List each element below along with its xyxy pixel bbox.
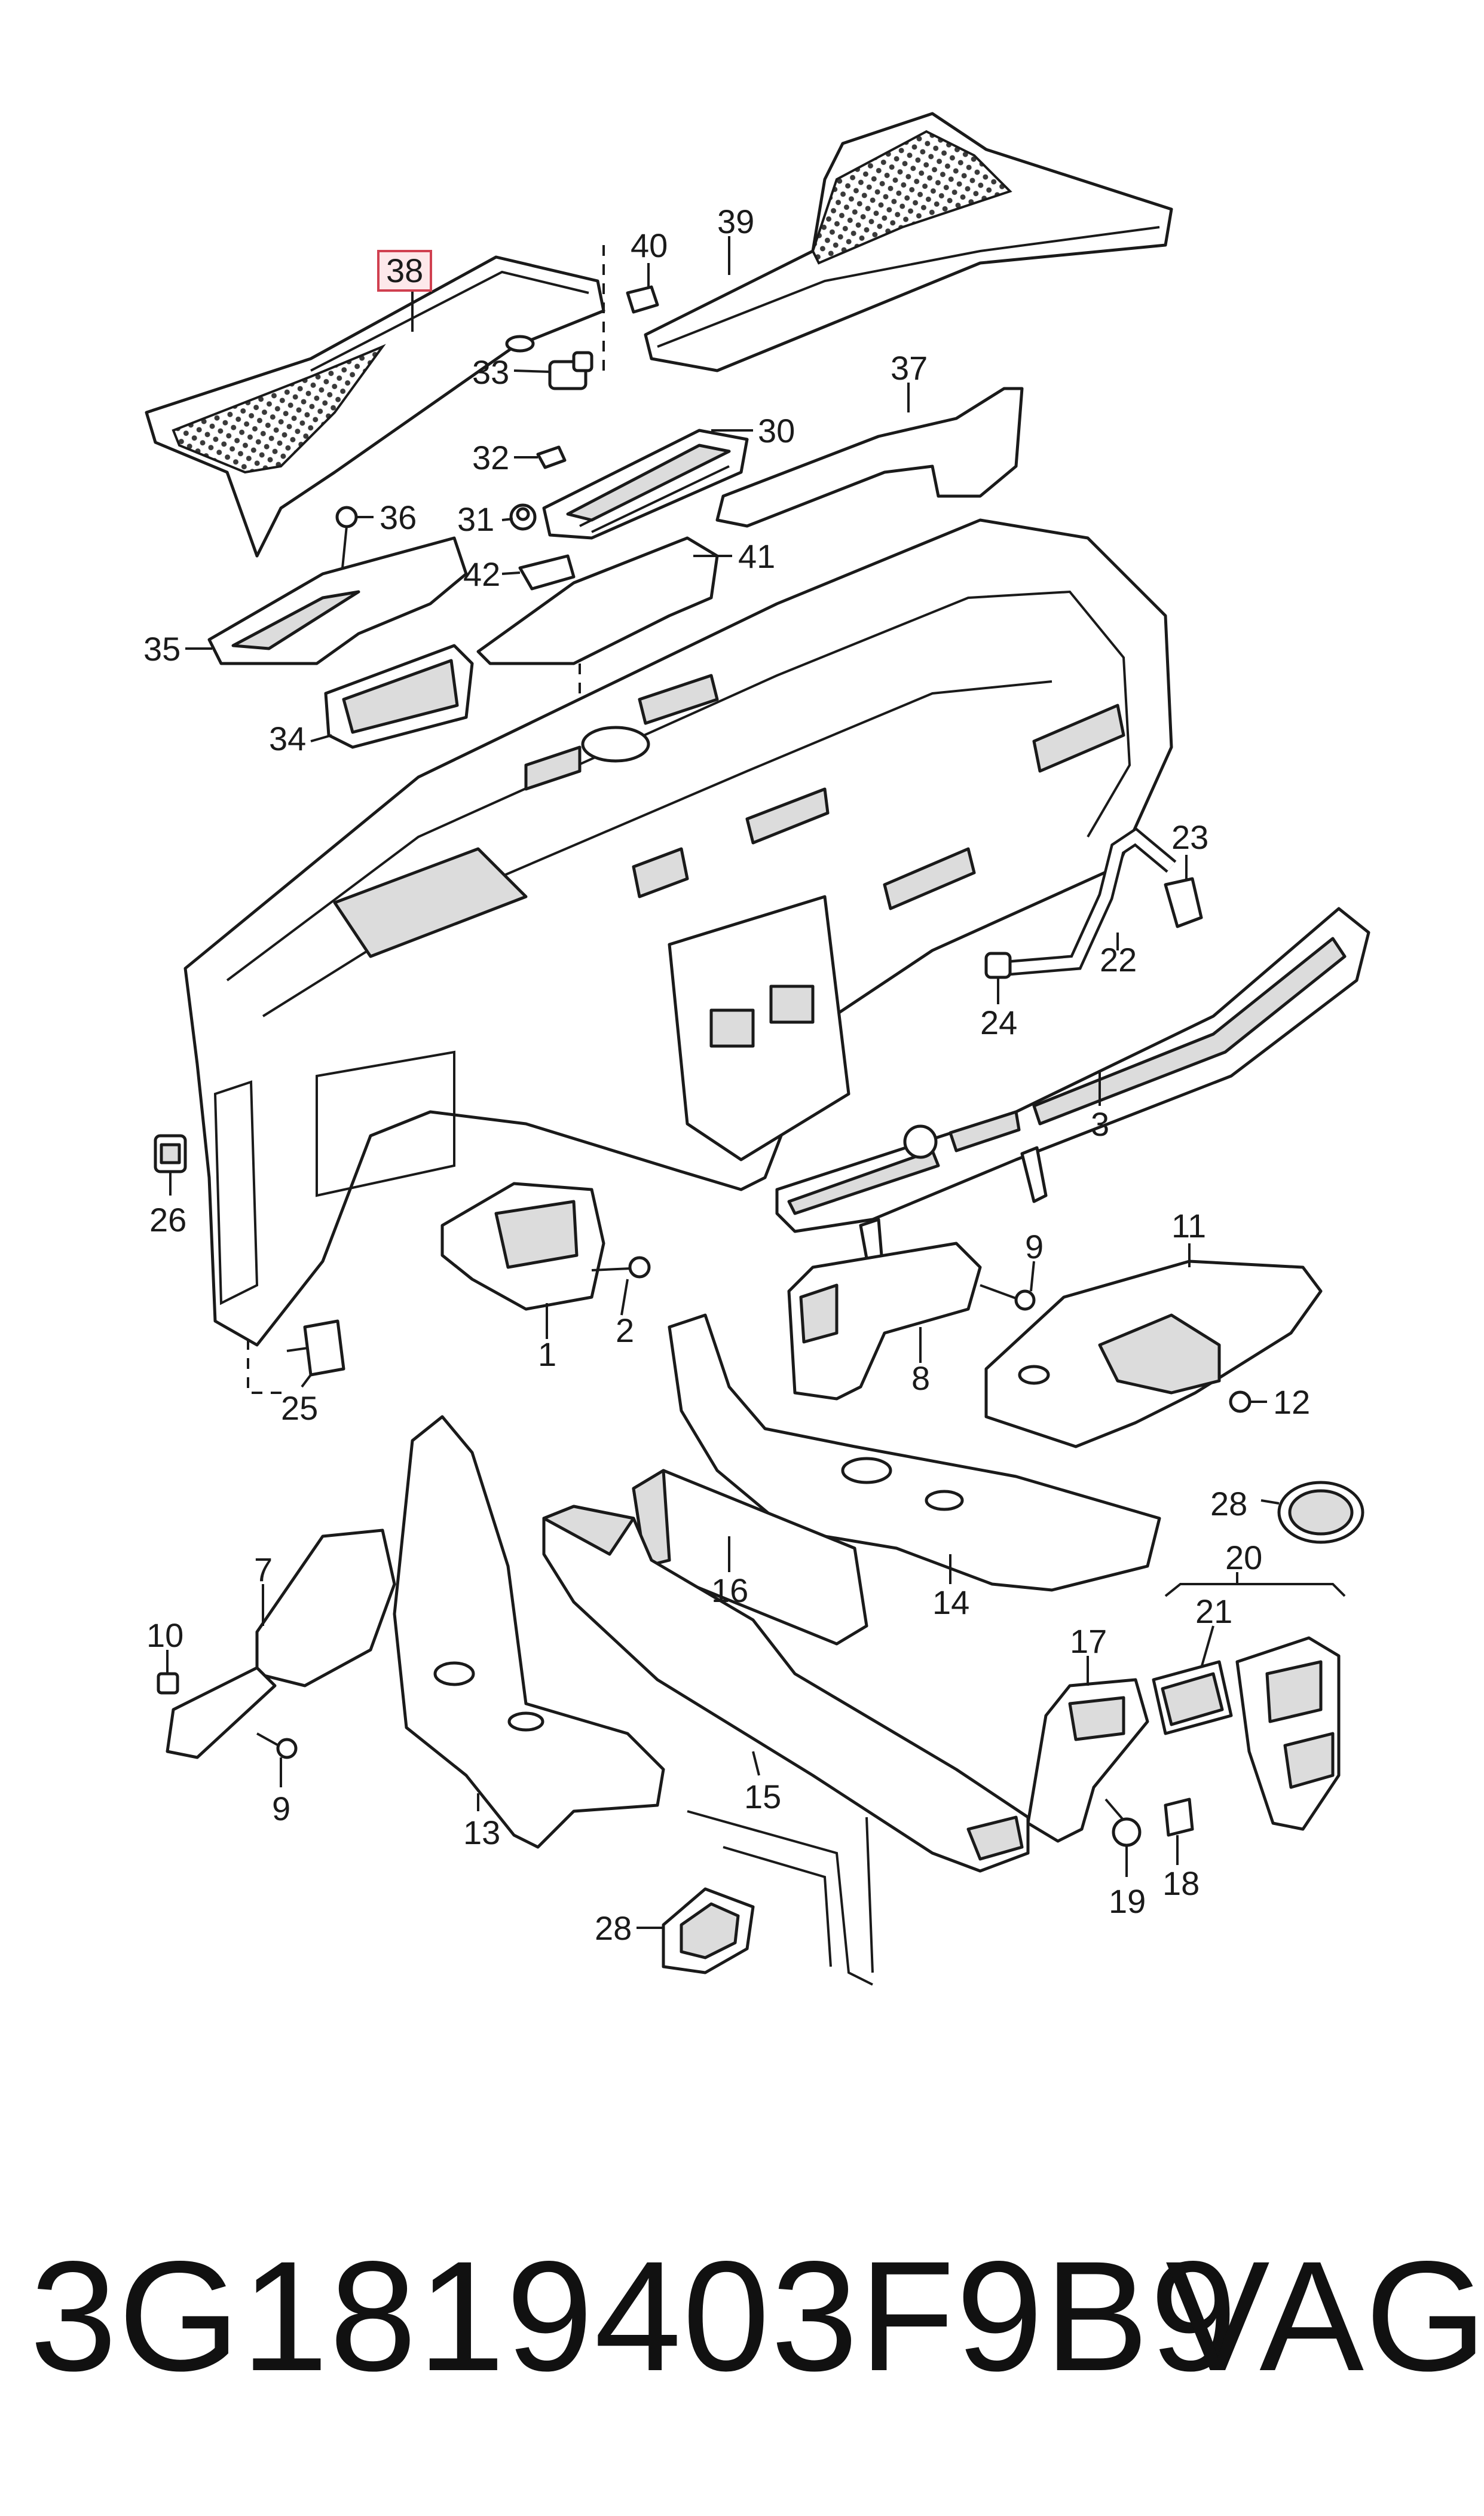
vent-panel-3[interactable] bbox=[775, 907, 1370, 1293]
callout-19[interactable]: 19 bbox=[1109, 1882, 1146, 1920]
tray-11[interactable] bbox=[984, 1259, 1323, 1448]
vent-housing-17[interactable] bbox=[1026, 1678, 1149, 1843]
clip-40[interactable] bbox=[626, 285, 659, 314]
callout-9b[interactable]: 9 bbox=[272, 1790, 290, 1827]
callout-12[interactable]: 12 bbox=[1273, 1383, 1310, 1421]
callout-2[interactable]: 2 bbox=[616, 1312, 634, 1349]
duct-13[interactable] bbox=[393, 1415, 665, 1849]
cowl-panel-left-38[interactable] bbox=[145, 255, 605, 558]
air-inlet-grille-30[interactable] bbox=[542, 429, 749, 540]
callout-42[interactable]: 42 bbox=[463, 555, 500, 593]
callout-23[interactable]: 23 bbox=[1171, 818, 1208, 856]
clip-10[interactable] bbox=[157, 1672, 179, 1695]
callout-10[interactable]: 10 bbox=[146, 1616, 183, 1654]
rear-vent-panel-20[interactable] bbox=[1164, 1572, 1346, 1831]
clip-32[interactable] bbox=[536, 445, 567, 469]
callout-25[interactable]: 25 bbox=[281, 1389, 318, 1427]
callout-17[interactable]: 17 bbox=[1070, 1622, 1107, 1660]
cowl-panel-right-39[interactable] bbox=[644, 112, 1173, 372]
callout-35[interactable]: 35 bbox=[143, 630, 180, 668]
callout-34[interactable]: 34 bbox=[269, 720, 306, 757]
grille-28-lower[interactable] bbox=[662, 1887, 755, 1974]
callout-37[interactable]: 37 bbox=[891, 349, 928, 387]
callout-28-upper[interactable]: 28 bbox=[1210, 1485, 1247, 1523]
clip-19[interactable] bbox=[1104, 1798, 1142, 1847]
callout-14[interactable]: 14 bbox=[932, 1583, 969, 1621]
grille-28-upper[interactable] bbox=[1277, 1481, 1364, 1544]
callout-28-lower[interactable]: 28 bbox=[595, 1909, 632, 1947]
screw-9-lower[interactable] bbox=[256, 1732, 298, 1759]
callout-39[interactable]: 39 bbox=[717, 203, 754, 240]
callout-15[interactable]: 15 bbox=[744, 1778, 781, 1815]
callout-18[interactable]: 18 bbox=[1162, 1864, 1200, 1902]
callout-labels: 38 40 39 33 30 37 32 36 31 42 41 35 34 2… bbox=[143, 203, 1310, 1947]
callout-32[interactable]: 32 bbox=[472, 439, 509, 476]
callout-9a[interactable]: 9 bbox=[1025, 1228, 1044, 1265]
callout-40[interactable]: 40 bbox=[631, 227, 668, 264]
callout-24[interactable]: 24 bbox=[980, 1004, 1017, 1041]
callout-41[interactable]: 41 bbox=[738, 537, 775, 575]
sensor-33[interactable] bbox=[548, 351, 593, 390]
callout-30[interactable]: 30 bbox=[758, 412, 795, 450]
screw-2[interactable] bbox=[591, 1256, 651, 1279]
callout-31[interactable]: 31 bbox=[457, 500, 494, 538]
lower-trim bbox=[687, 1810, 874, 1986]
bracket-8[interactable] bbox=[787, 1242, 982, 1401]
callout-7[interactable]: 7 bbox=[254, 1551, 273, 1588]
cover-41[interactable] bbox=[476, 536, 719, 665]
callout-3[interactable]: 3 bbox=[1091, 1105, 1109, 1143]
part-number-caption: 3G1819403F9B9 bbox=[30, 2228, 1238, 2404]
brand-caption: VAG bbox=[1165, 2228, 1484, 2404]
highlight-box-38 bbox=[377, 250, 432, 292]
vent-35[interactable] bbox=[207, 536, 468, 665]
callout-13[interactable]: 13 bbox=[463, 1814, 500, 1851]
grille-21[interactable] bbox=[1152, 1660, 1233, 1735]
clip-25[interactable] bbox=[286, 1319, 345, 1377]
connector-23[interactable] bbox=[1164, 877, 1203, 928]
duct-15[interactable] bbox=[542, 1505, 1030, 1873]
clip-12[interactable] bbox=[1229, 1390, 1252, 1413]
callout-16[interactable]: 16 bbox=[711, 1572, 748, 1609]
nut-31[interactable] bbox=[509, 503, 537, 531]
dashboard-body bbox=[183, 518, 1173, 1347]
clip-18[interactable] bbox=[1164, 1797, 1194, 1837]
callout-1[interactable]: 1 bbox=[538, 1335, 556, 1373]
callout-38[interactable]: 38 bbox=[386, 252, 423, 289]
trim-strip-37[interactable] bbox=[715, 387, 1024, 528]
callout-20[interactable]: 20 bbox=[1225, 1539, 1262, 1576]
side-vent-1[interactable] bbox=[440, 1182, 605, 1311]
callout-26[interactable]: 26 bbox=[149, 1201, 186, 1239]
callout-21[interactable]: 21 bbox=[1195, 1592, 1232, 1630]
leader-lines bbox=[166, 236, 1280, 1929]
vent-7[interactable] bbox=[166, 1528, 396, 1759]
vent-34[interactable] bbox=[324, 644, 474, 749]
callout-36[interactable]: 36 bbox=[380, 499, 417, 536]
callout-8[interactable]: 8 bbox=[911, 1359, 930, 1397]
callout-22[interactable]: 22 bbox=[1100, 941, 1137, 979]
callout-33[interactable]: 33 bbox=[472, 353, 509, 391]
cap-42[interactable] bbox=[518, 554, 576, 591]
callout-11[interactable]: 11 bbox=[1171, 1207, 1206, 1245]
connector-24[interactable] bbox=[984, 952, 1012, 979]
clip-26[interactable] bbox=[154, 1134, 187, 1173]
hose-22[interactable] bbox=[1003, 827, 1177, 976]
screw-9-upper[interactable] bbox=[980, 1284, 1036, 1311]
